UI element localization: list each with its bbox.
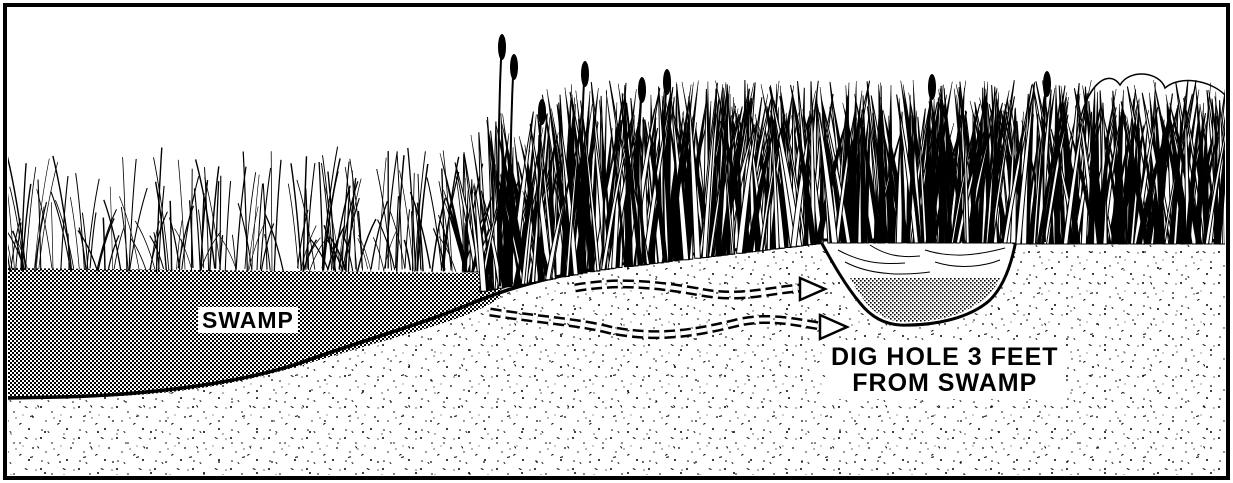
cattail-head: [663, 69, 671, 95]
cattail-head: [1043, 71, 1051, 97]
grass-blade: [288, 184, 298, 269]
swamp-label: SWAMP: [198, 307, 298, 333]
grass-blade: [39, 162, 58, 269]
swamp-grass: [0, 147, 493, 272]
grass-blade: [385, 151, 397, 268]
grass-blade: [271, 151, 272, 271]
grass-blade: [135, 221, 155, 270]
grass-blade: [180, 239, 182, 270]
grass-blade: [194, 189, 200, 272]
cattail-head: [928, 74, 936, 100]
cattail-head: [498, 34, 506, 60]
grass-blade: [274, 160, 281, 271]
grass-blade: [38, 180, 41, 271]
grass-blade: [236, 167, 246, 270]
grass-blade: [61, 176, 68, 271]
dig-hole-label-line-1: DIG HOLE 3 FEET: [831, 344, 1059, 370]
grass-blade: [225, 181, 230, 271]
cattail-head: [581, 61, 589, 87]
cattail-head: [538, 99, 546, 125]
grass-blade: [123, 157, 127, 271]
grass-blade: [51, 192, 71, 270]
grass-blade: [129, 159, 136, 272]
grass-blade: [51, 202, 53, 270]
grass-blade: [121, 207, 128, 270]
dig-hole-label: DIG HOLE 3 FEET FROM SWAMP: [825, 342, 1065, 399]
cattail-head: [638, 77, 646, 103]
dig-hole-label-line-2: FROM SWAMP: [831, 370, 1059, 396]
grass-blade: [170, 201, 171, 271]
grass-blade: [130, 188, 148, 271]
cattail-head: [510, 54, 518, 80]
